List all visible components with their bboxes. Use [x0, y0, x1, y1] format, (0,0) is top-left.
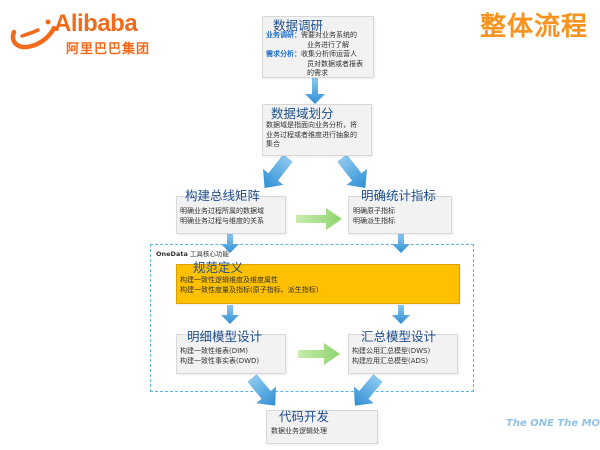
step-spec-line: 构建一致性度量及指标(原子指标、派生指标) — [180, 285, 319, 294]
step-detail-model-title: 明细模型设计 — [187, 329, 263, 344]
step-domain-line: 集合 — [266, 140, 280, 148]
step-metrics-line: 明确原子指标 — [353, 207, 395, 215]
step-bus-matrix-text: 明确业务过程所属的数据域 明确业务过程与维度的关系 — [180, 207, 264, 226]
step-domain-title: 数据域划分 — [271, 106, 334, 121]
step-summary-model-title: 汇总模型设计 — [361, 329, 437, 344]
onedata-label: OneData 工具核心功能 — [156, 248, 229, 258]
step-spec-card: 规范定义 构建一致性逻辑维度及维度属性 构建一致性度量及指标(原子指标、派生指标… — [176, 260, 460, 304]
arrow-domain-to-bus-matrix — [262, 154, 293, 188]
step-metrics-text: 明确原子指标 明确派生指标 — [353, 207, 395, 226]
step-bus-matrix-line: 明确业务过程所属的数据域 — [180, 207, 264, 215]
step-domain-card: 数据域划分 数据域是指面向业务分析，将 业务过程或者维度进行抽象的 集合 — [262, 104, 372, 156]
step-research-line-text: 业务进行了解 — [307, 40, 349, 49]
step-research-line: 业务调研：需要对业务系统的 — [266, 31, 363, 41]
step-summary-model-card: 汇总模型设计 构建公用汇总模型(DWS) 构建应用汇总模型(ADS) — [348, 329, 458, 374]
step-metrics-title: 明确统计指标 — [361, 188, 437, 203]
step-research-line-text: 收集分析师运营人 — [301, 50, 357, 58]
step-research-line: 业务进行了解 — [266, 41, 363, 51]
onedata-label-name: OneData — [156, 250, 188, 258]
logo-wordmark-en: Alibaba — [54, 10, 138, 37]
step-research-card: 数据调研 业务调研：需要对业务系统的 业务进行了解 需求分析：收集分析师运营人 … — [262, 16, 374, 78]
step-bus-matrix-line: 明确业务过程与维度的关系 — [180, 216, 264, 225]
page-title: 整体流程 — [479, 12, 588, 42]
step-metrics-card: 明确统计指标 明确原子指标 明确派生指标 — [348, 188, 452, 234]
arrow-spec-to-summary — [392, 305, 410, 324]
arrow-detail-to-summary — [298, 343, 340, 365]
step-bus-matrix-title: 构建总线矩阵 — [185, 188, 261, 203]
step-domain-line: 业务过程或者维度进行抽象的 — [266, 130, 357, 139]
step-summary-model-line: 构建公用汇总模型(DWS) — [352, 347, 431, 355]
step-research-line-text: 员对数据或者报表 — [307, 59, 363, 68]
step-dev-line: 数据业务逻辑处理 — [271, 427, 327, 435]
arrow-research-to-domain — [305, 78, 325, 104]
step-summary-model-line: 构建应用汇总模型(ADS) — [352, 356, 429, 365]
slogan: The ONE The MORE — [506, 418, 600, 429]
arrow-detail-to-dev — [247, 374, 277, 406]
alibaba-logo-icon — [10, 19, 57, 50]
arrow-metrics-to-spec — [392, 234, 410, 253]
step-domain-line: 数据域是指面向业务分析，将 — [266, 121, 357, 129]
step-detail-model-line: 构建一致性维表(DIM) — [180, 347, 248, 355]
step-research-line-text: 的需求 — [307, 69, 328, 77]
step-research-label: 业务调研： — [266, 31, 301, 39]
step-research-line: 员对数据或者报表 — [266, 60, 363, 70]
step-detail-model-text: 构建一致性维表(DIM) 构建一致性事实表(DWD) — [180, 347, 259, 366]
alibaba-logo: Alibaba 阿里巴巴集团 — [8, 10, 151, 58]
step-detail-model-line: 构建一致性事实表(DWD) — [180, 356, 260, 365]
step-research-line: 需求分析：收集分析师运营人 — [266, 50, 363, 60]
arrow-bus-matrix-to-metrics — [296, 208, 342, 230]
step-spec-line: 构建一致性逻辑维度及维度属性 — [180, 276, 278, 284]
step-domain-text: 数据域是指面向业务分析，将 业务过程或者维度进行抽象的 集合 — [266, 121, 357, 150]
arrow-summary-to-dev — [353, 374, 383, 406]
step-bus-matrix-card: 构建总线矩阵 明确业务过程所属的数据域 明确业务过程与维度的关系 — [176, 188, 286, 234]
onedata-label-rest: 工具核心功能 — [189, 250, 229, 258]
step-spec-text: 构建一致性逻辑维度及维度属性 构建一致性度量及指标(原子指标、派生指标) — [180, 276, 318, 295]
step-metrics-line: 明确派生指标 — [353, 216, 395, 225]
step-dev-text: 数据业务逻辑处理 — [271, 427, 327, 437]
step-detail-model-card: 明细模型设计 构建一致性维表(DIM) 构建一致性事实表(DWD) — [176, 329, 286, 374]
arrow-spec-to-detail — [221, 305, 239, 324]
onedata-region — [150, 244, 474, 392]
arrow-bus-matrix-to-spec — [221, 234, 239, 253]
step-research-text: 业务调研：需要对业务系统的 业务进行了解 需求分析：收集分析师运营人 员对数据或… — [266, 31, 363, 79]
step-dev-card: 代码开发 数据业务逻辑处理 — [266, 409, 378, 444]
step-research-line: 的需求 — [266, 69, 363, 79]
step-research-label: 需求分析： — [266, 50, 301, 58]
step-summary-model-text: 构建公用汇总模型(DWS) 构建应用汇总模型(ADS) — [352, 347, 430, 366]
step-spec-title: 规范定义 — [193, 260, 244, 275]
step-research-title: 数据调研 — [273, 18, 324, 33]
step-dev-title: 代码开发 — [279, 409, 330, 424]
arrow-domain-to-metrics — [337, 154, 368, 188]
logo-wordmark-cn: 阿里巴巴集团 — [66, 42, 151, 57]
step-research-line-text: 需要对业务系统的 — [301, 31, 357, 39]
